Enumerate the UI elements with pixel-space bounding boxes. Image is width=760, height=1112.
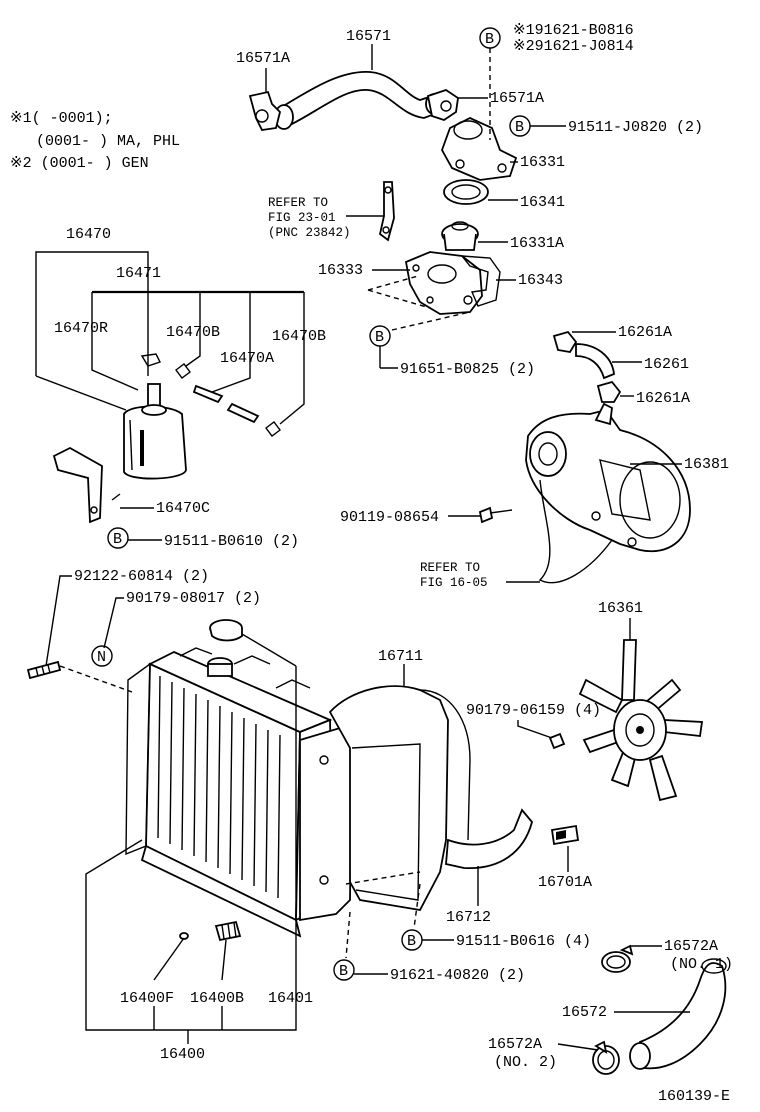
hose-clamp-16571A-right: [426, 89, 459, 121]
note-1a: ※1( -0001);: [10, 110, 113, 127]
clamp-16471: [140, 353, 161, 367]
figure-id: 160139-E: [658, 1088, 730, 1105]
water-outlet-16331: [441, 117, 518, 181]
marker-b-91621: B: [333, 959, 355, 981]
label-16381: 16381: [684, 456, 729, 473]
label-91511-B0616: 91511-B0616 (4): [456, 933, 591, 950]
label-16470C: 16470C: [156, 500, 210, 517]
label-16712: 16712: [446, 909, 491, 926]
label-16401: 16401: [268, 990, 313, 1007]
hose-16261: [552, 330, 622, 403]
label-16331A: 16331A: [510, 235, 564, 252]
label-90179-06159: 90179-06159 (4): [466, 702, 601, 719]
radiator-fins: [157, 675, 281, 899]
label-16470A: 16470A: [220, 350, 274, 367]
svg-text:N: N: [97, 649, 106, 666]
label-90119-08654: 90119-08654: [340, 509, 439, 526]
marker-b-91511-B0610: B: [107, 527, 129, 549]
clip-16701A: [550, 824, 580, 846]
label-92122-60814: 92122-60814 (2): [74, 568, 209, 585]
label-16261A-top: 16261A: [618, 324, 672, 341]
label-16343: 16343: [518, 272, 563, 289]
label-16471: 16471: [116, 265, 161, 282]
marker-b-91651: B: [369, 325, 391, 347]
hose-clamp-16571A-left: [248, 90, 281, 131]
thermostat-16331A: [441, 221, 479, 251]
lower-shroud-16712: [445, 808, 533, 869]
clip-16470B-1: [175, 363, 191, 379]
label-16470: 16470: [66, 226, 111, 243]
water-pump-16381: [525, 402, 691, 584]
label-16572A-top-no: (NO. 1): [670, 956, 733, 973]
label-16400B: 16400B: [190, 990, 244, 1007]
label-16572A-top: 16572A: [664, 938, 718, 955]
hose-clamp-16572A-no1: [601, 944, 634, 973]
label-16571: 16571: [346, 28, 391, 45]
label-16470B-1: 16470B: [166, 324, 220, 341]
note-2: ※2 (0001- ) GEN: [10, 155, 149, 172]
svg-text:B: B: [485, 31, 494, 48]
upper-hose-16571: [274, 71, 443, 130]
svg-text:B: B: [515, 119, 524, 136]
label-16261A-bottom: 16261A: [636, 390, 690, 407]
label-16572: 16572: [562, 1004, 607, 1021]
marker-b-91511-B0616: B: [401, 929, 423, 951]
tube-16470A: [192, 384, 260, 424]
label-16400F: 16400F: [120, 990, 174, 1007]
lower-hose-16572: [629, 958, 727, 1070]
marker-b-91511j: B: [509, 115, 531, 137]
label-91511-B0610: 91511-B0610 (2): [164, 533, 299, 550]
label-291621: ※291621-J0814: [513, 38, 634, 55]
label-16701A: 16701A: [538, 874, 592, 891]
ref-fig-16-05-l2: FIG 16-05: [420, 576, 488, 590]
label-16572A-bottom-no: (NO. 2): [494, 1054, 557, 1071]
label-16470B-2: 16470B: [272, 328, 326, 345]
svg-text:B: B: [375, 329, 384, 346]
label-16470R: 16470R: [54, 320, 108, 337]
ref-fig-23-01-l1: REFER TO: [268, 196, 328, 210]
label-91621-40820: 91621-40820 (2): [390, 967, 525, 984]
bracket-16470C: [52, 446, 103, 524]
bolt-90179-06159: [548, 732, 566, 750]
svg-text:B: B: [113, 531, 122, 548]
label-16572A-bottom: 16572A: [488, 1036, 542, 1053]
hose-clamp-16572A-no2: [592, 1040, 620, 1075]
ref-fig-23-01-l2: FIG 23-01: [268, 211, 336, 225]
label-91511-J0820: 91511-J0820 (2): [568, 119, 703, 136]
label-16341: 16341: [520, 194, 565, 211]
bracket-fig-23-01: [378, 181, 395, 242]
fan-shroud-16711: [328, 685, 471, 911]
label-16711: 16711: [378, 648, 423, 665]
clip-16470B-2: [265, 421, 281, 437]
fan-16361: [578, 639, 704, 802]
label-91651-B0825: 91651-B0825 (2): [400, 361, 535, 378]
svg-text:B: B: [339, 963, 348, 980]
note-1b: (0001- ) MA, PHL: [36, 133, 180, 150]
label-191621: ※191621-B0816: [513, 22, 634, 39]
bolt-90119-08654: [478, 506, 513, 524]
water-inlet-16333: [404, 251, 483, 315]
reservoir-tank-16470: [123, 383, 187, 480]
gasket-16343: [460, 255, 501, 307]
label-16571A-left: 16571A: [236, 50, 290, 67]
ref-fig-23-01-l3: (PNC 23842): [268, 226, 351, 240]
gasket-16341: [443, 179, 489, 205]
ref-fig-16-05-l1: REFER TO: [420, 561, 480, 575]
svg-text:B: B: [407, 933, 416, 950]
label-16361: 16361: [598, 600, 643, 617]
radiator-16400: [125, 647, 353, 938]
label-16333: 16333: [318, 262, 363, 279]
label-16261: 16261: [644, 356, 689, 373]
marker-n: N: [91, 645, 113, 667]
label-16571A-right: 16571A: [490, 90, 544, 107]
label-16400: 16400: [160, 1046, 205, 1063]
label-16331: 16331: [520, 154, 565, 171]
stud-92122: [26, 660, 62, 680]
radiator-cap-16401: [209, 619, 243, 642]
marker-b-top: B: [479, 27, 501, 49]
label-90179-08017: 90179-08017 (2): [126, 590, 261, 607]
drain-cock-16400B: [214, 920, 242, 942]
